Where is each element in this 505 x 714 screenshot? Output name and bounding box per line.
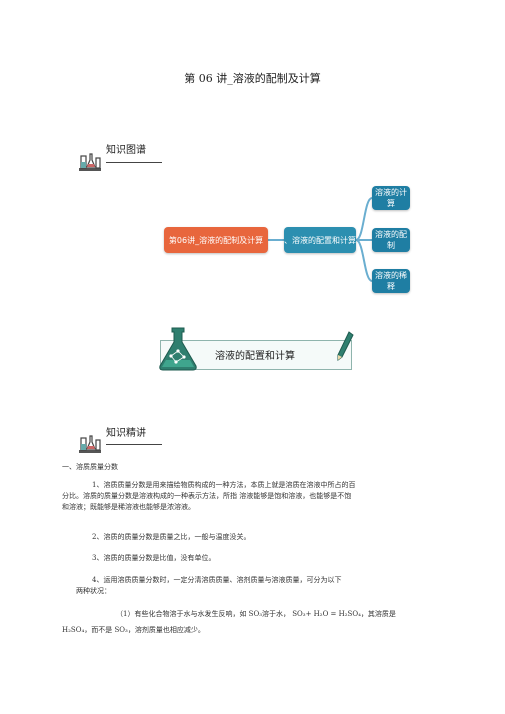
paragraph-3: 3、溶质的质量分数是比值，没有单位。 — [92, 554, 216, 562]
paragraph-1-line-3: 和溶液；既能够是稀溶液也能够是浓溶液。 — [62, 503, 195, 511]
paragraph-4-line-2: 两种状况： — [76, 587, 111, 595]
lab-equipment-icon — [78, 150, 102, 172]
paragraph-1-line-1: 1、溶质质量分数是用来描绘物质构成的一种方法，本质上就是溶质在溶液中所占的百 — [92, 481, 356, 489]
flask-icon — [156, 326, 200, 372]
mindmap-leaf-preparation: 溶液的配制 — [372, 228, 410, 252]
mindmap-leaf-dilution: 溶液的稀释 — [372, 269, 410, 293]
paragraph-4-line-1: 4、运用溶质质量分数时，一定分清溶质质量、溶剂质量与溶液质量，可分为以下 — [92, 576, 342, 584]
mind-map: 第06讲_溶液的配制及计算 、溶液的配置和计算 溶液的计算 溶液的配制 溶液的稀… — [160, 178, 420, 298]
paragraph-1-line-2: 分比。溶质的质量分数是溶液构成的一种表示方法，所指 溶液能够是饱和溶液，也能够是… — [62, 492, 352, 500]
paragraph-5-line-2: H₂SO₄，而不是 SO₃，溶剂质量也相应减少。 — [62, 626, 205, 634]
mindmap-leaf-calculation: 溶液的计算 — [372, 186, 410, 210]
section-underline — [106, 162, 162, 163]
section-underline-2 — [106, 444, 162, 445]
mindmap-root-node: 第06讲_溶液的配制及计算 — [164, 227, 268, 253]
section-label-knowledge-map: 知识图谱 — [106, 145, 146, 156]
paragraph-2: 2、溶质的质量分数是质量之比，一般与温度没关。 — [92, 533, 251, 541]
banner-title: 溶液的配置和计算 — [215, 351, 295, 362]
mindmap-middle-node: 、溶液的配置和计算 — [284, 227, 356, 253]
page-title: 第 06 讲_溶液的配制及计算 — [184, 72, 321, 85]
section-label-knowledge-detail: 知识精讲 — [106, 428, 146, 439]
content-heading: 一、溶质质量分数 — [62, 463, 118, 471]
lab-equipment-icon-2 — [78, 432, 102, 454]
pencil-icon — [336, 331, 354, 361]
paragraph-5-line-1: （1）有些化合物溶于水与水发生反响，如 SO₃溶于水， SO₃+ H₂O = H… — [116, 610, 396, 618]
